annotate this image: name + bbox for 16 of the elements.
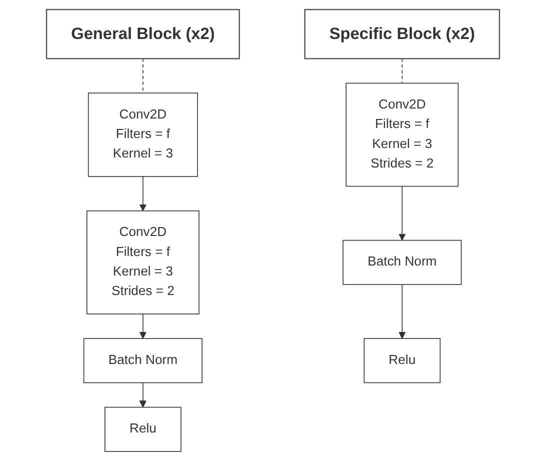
- node-box: Batch Norm: [342, 240, 462, 285]
- arrow: [139, 382, 147, 408]
- connector: [142, 58, 144, 94]
- node-box: General Block (x2): [46, 8, 240, 60]
- node-box: Relu: [104, 406, 182, 452]
- node-box: Relu: [364, 338, 441, 384]
- node-box: Batch Norm: [83, 338, 202, 384]
- node-box: Specific Block (x2): [304, 8, 500, 60]
- node-box: Conv2D Filters = f Kernel = 3 Strides = 2: [346, 82, 459, 187]
- arrow: [139, 314, 147, 339]
- connector: [402, 58, 403, 84]
- arrow: [398, 186, 406, 241]
- node-box: Conv2D Filters = f Kernel = 3 Strides = 2: [86, 210, 200, 314]
- arrow: [139, 176, 147, 212]
- arrow: [398, 284, 406, 339]
- node-box: Conv2D Filters = f Kernel = 3: [88, 92, 198, 177]
